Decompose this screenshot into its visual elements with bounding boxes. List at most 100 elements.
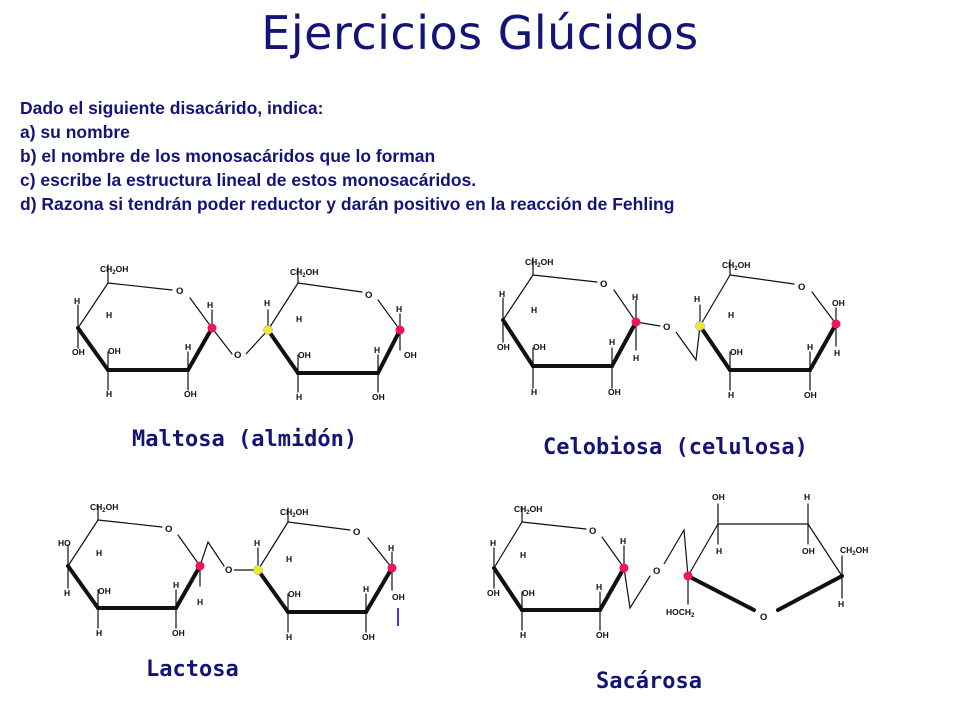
page-title: Ejercicios Glúcidos <box>261 6 699 60</box>
sacarosa-glucose-ring <box>492 506 651 631</box>
svg-text:O: O <box>234 350 241 361</box>
svg-text:O: O <box>653 566 660 577</box>
svg-text:OH: OH <box>608 387 621 397</box>
sacarosa-anomeric-carbon-glucose <box>619 563 629 573</box>
svg-text:OH: OH <box>522 588 535 598</box>
svg-text:H: H <box>609 337 615 347</box>
svg-text:H: H <box>531 387 537 397</box>
svg-text:H: H <box>197 597 203 607</box>
svg-text:OH: OH <box>288 589 301 599</box>
maltosa-ring-2 <box>266 267 402 393</box>
svg-text:H: H <box>207 300 213 310</box>
svg-text:HO: HO <box>58 538 71 548</box>
sacarosa-anomeric-carbon-fructose <box>683 571 693 581</box>
svg-text:H: H <box>296 392 302 402</box>
svg-text:OH: OH <box>804 390 817 400</box>
celobiosa-atom-labels: CH2OH O H H H OH OH H H H OH O CH2OH O H… <box>497 257 845 400</box>
lactosa-structure: CH2OH O HO H H OH H H H OH O CH2OH O H H… <box>58 502 405 682</box>
celobiosa-ring-1 <box>501 257 661 389</box>
svg-text:CH2OH: CH2OH <box>100 264 128 276</box>
lactosa-ring-1 <box>66 504 225 629</box>
instruction-d: d) Razona si tendrán poder reductor y da… <box>20 194 675 214</box>
svg-text:HOCH2: HOCH2 <box>666 607 695 619</box>
celobiosa-label: Celobiosa (celulosa) <box>543 435 808 460</box>
svg-text:H: H <box>254 538 260 548</box>
svg-text:CH2OH: CH2OH <box>514 504 542 516</box>
celobiosa-anomeric-carbon-2 <box>831 319 841 329</box>
svg-text:H: H <box>807 342 813 352</box>
celobiosa-glycosidic-bond <box>675 325 701 362</box>
sacarosa-atom-labels: CH2OH O H H H OH OH H H OH O OH H H OH C… <box>487 492 868 640</box>
svg-text:O: O <box>760 612 767 623</box>
svg-text:CH2OH: CH2OH <box>280 507 308 519</box>
celobiosa-ring-2 <box>698 259 838 391</box>
sacarosa-label: Sacárosa <box>596 669 702 694</box>
svg-text:H: H <box>388 543 394 553</box>
svg-text:O: O <box>600 279 607 290</box>
svg-text:CH2OH: CH2OH <box>90 502 118 514</box>
svg-text:O: O <box>663 322 670 333</box>
svg-text:O: O <box>353 527 360 538</box>
celobiosa-structure: CH2OH O H H H OH OH H H H OH O CH2OH O H… <box>497 257 845 460</box>
svg-text:O: O <box>365 290 372 301</box>
lactosa-label: Lactosa <box>146 657 239 682</box>
svg-text:H: H <box>106 310 112 320</box>
svg-text:CH2OH: CH2OH <box>722 260 750 272</box>
svg-text:OH: OH <box>72 347 85 357</box>
svg-text:H: H <box>173 580 179 590</box>
lactosa-atom-labels: CH2OH O HO H H OH H H H OH O CH2OH O H H… <box>58 502 405 642</box>
svg-text:CH2OH: CH2OH <box>525 257 553 269</box>
instruction-b: b) el nombre de los monosacáridos que lo… <box>20 146 436 166</box>
svg-text:H: H <box>694 294 700 304</box>
svg-text:H: H <box>296 314 302 324</box>
maltosa-linked-carbon-4 <box>263 325 273 335</box>
lactosa-ring-2 <box>256 507 394 633</box>
svg-text:H: H <box>286 554 292 564</box>
svg-text:H: H <box>633 353 639 363</box>
svg-text:H: H <box>596 582 602 592</box>
celobiosa-anomeric-carbon-1 <box>631 317 641 327</box>
svg-text:H: H <box>363 584 369 594</box>
svg-text:H: H <box>620 536 626 546</box>
svg-text:H: H <box>286 632 292 642</box>
svg-text:H: H <box>728 310 734 320</box>
svg-text:OH: OH <box>298 350 311 360</box>
maltosa-atom-labels: CH2OH O H H H OH OH H H OH O CH2OH O H H… <box>72 264 417 402</box>
lactosa-anomeric-carbon-2 <box>387 563 397 573</box>
celobiosa-linked-carbon-4 <box>695 321 705 331</box>
svg-text:OH: OH <box>108 346 121 356</box>
svg-text:H: H <box>96 628 102 638</box>
svg-text:OH: OH <box>392 592 405 602</box>
svg-text:OH: OH <box>98 586 111 596</box>
svg-text:H: H <box>804 492 810 502</box>
svg-text:H: H <box>74 296 80 306</box>
svg-text:H: H <box>520 550 526 560</box>
svg-text:H: H <box>531 305 537 315</box>
svg-text:H: H <box>106 389 112 399</box>
sacarosa-structure: CH2OH O H H H OH OH H H OH O OH H H OH C… <box>487 492 868 694</box>
exercise-instructions: Dado el siguiente disacárido, indica: a)… <box>20 96 674 216</box>
svg-text:OH: OH <box>184 389 197 399</box>
svg-text:H: H <box>185 342 191 352</box>
instruction-intro: Dado el siguiente disacárido, indica: <box>20 98 324 118</box>
sacarosa-glycosidic-bond <box>663 528 689 577</box>
svg-text:H: H <box>490 538 496 548</box>
svg-text:OH: OH <box>487 588 500 598</box>
sacarosa-fructose-ring <box>686 503 844 612</box>
svg-text:O: O <box>176 286 183 297</box>
svg-text:OH: OH <box>404 350 417 360</box>
svg-text:OH: OH <box>497 342 510 352</box>
svg-text:H: H <box>264 298 270 308</box>
svg-text:H: H <box>499 289 505 299</box>
maltosa-anomeric-carbon-2 <box>395 325 405 335</box>
svg-text:O: O <box>225 565 232 576</box>
svg-text:OH: OH <box>372 392 385 402</box>
svg-text:OH: OH <box>802 546 815 556</box>
svg-text:O: O <box>165 524 172 535</box>
svg-text:H: H <box>520 630 526 640</box>
svg-text:O: O <box>589 526 596 537</box>
maltosa-label: Maltosa (almidón) <box>132 427 357 452</box>
svg-text:H: H <box>728 390 734 400</box>
svg-text:CH2OH: CH2OH <box>290 267 318 279</box>
